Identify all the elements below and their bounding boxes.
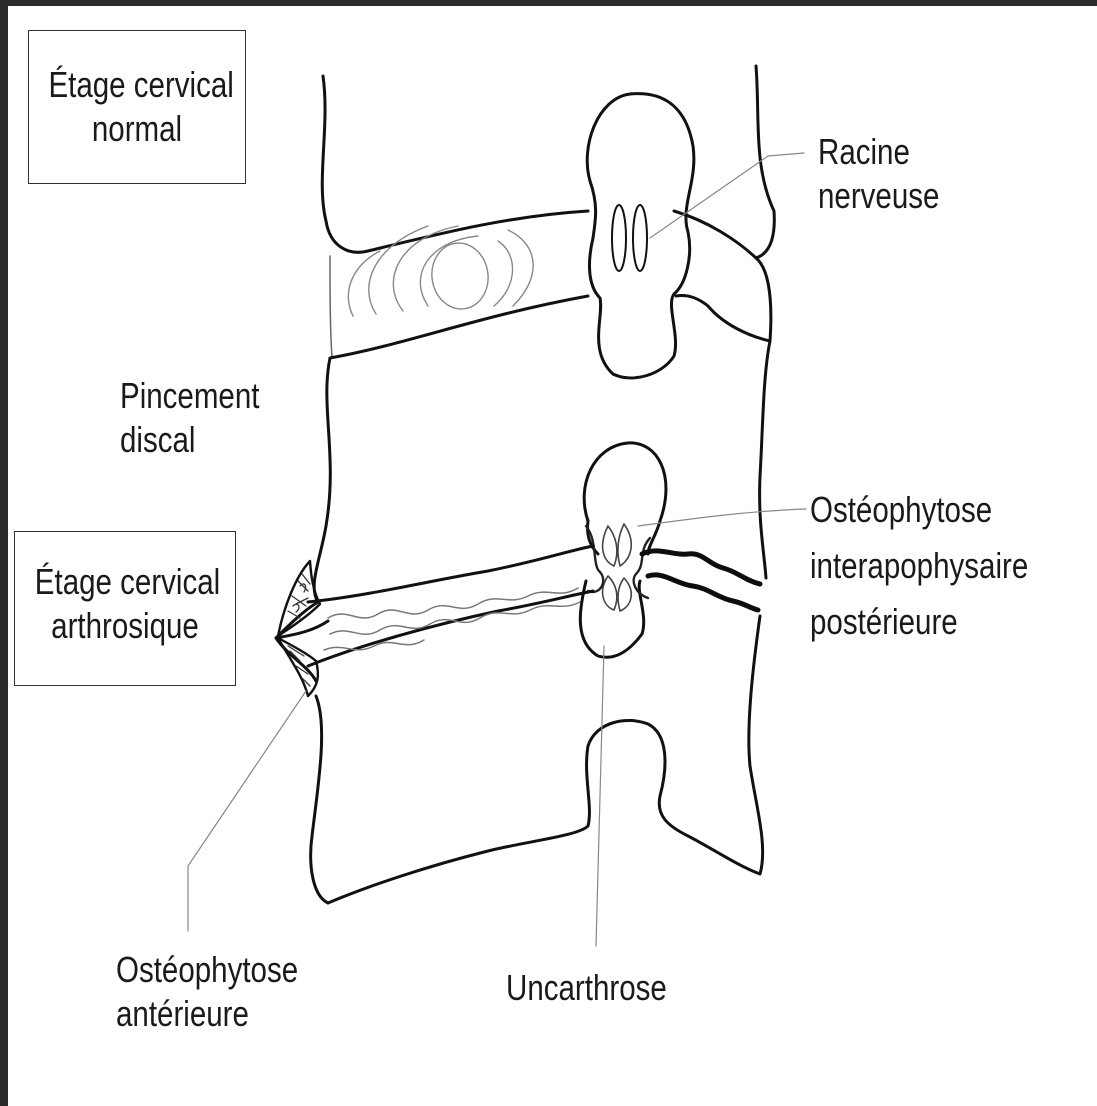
pinched-disc	[276, 546, 593, 681]
nerve-root-icon	[612, 205, 647, 271]
posterior-osteophyte-edges	[642, 551, 760, 610]
lower-vertebra	[311, 616, 763, 903]
normal-disc	[330, 211, 771, 358]
upper-vertebra	[322, 66, 774, 258]
anterior-osteophyte-upper	[278, 561, 320, 636]
normal-stage-label: Étage cervical normal	[48, 63, 225, 151]
middle-vertebra	[314, 341, 770, 602]
posterior-osteophytosis-label: Ostéophytose interapophysaire postérieur…	[810, 482, 1028, 650]
diagram-sheet: Étage cervical normal Étage cervical art…	[8, 6, 1097, 1106]
normal-stage-box: Étage cervical normal	[28, 30, 246, 184]
arthrosic-stage-box: Étage cervical arthrosique	[14, 531, 236, 686]
anterior-osteophyte-lower	[278, 638, 318, 696]
upper-articular-process	[587, 94, 694, 378]
disc-pinching-label: Pincement discal	[120, 374, 259, 462]
arthrosic-stage-label: Étage cervical arthrosique	[35, 560, 215, 648]
anterior-osteophytosis-label: Ostéophytose antérieure	[116, 948, 298, 1036]
nerve-root-label: Racine nerveuse	[818, 130, 939, 218]
leader-lines	[188, 153, 806, 946]
uncarthrosis-label: Uncarthrose	[506, 966, 667, 1010]
